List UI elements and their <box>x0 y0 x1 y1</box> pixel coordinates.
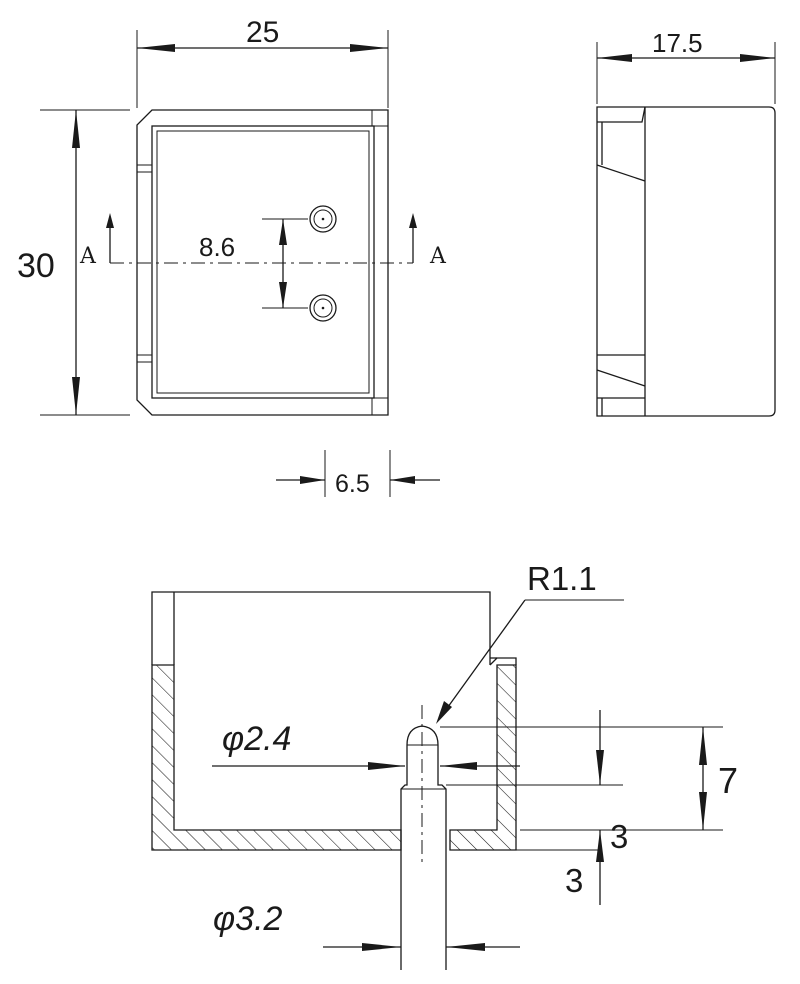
dim-height-left: 30 <box>17 109 130 416</box>
dim-hole-pitch-text: 8.6 <box>199 232 235 262</box>
dim-pin-height: 7 <box>440 726 738 831</box>
dim-floor-thickness-text: 3 <box>565 862 583 899</box>
front-inner-edge <box>156 130 370 394</box>
front-outline <box>136 109 389 416</box>
dim-base-diameter-text: φ3.2 <box>213 900 283 938</box>
dim-width-top: 25 <box>136 16 389 108</box>
dim-step-height-text: 3 <box>610 818 628 855</box>
dim-offset-bottom-text: 6.5 <box>335 470 370 498</box>
section-label-left: A <box>79 244 97 269</box>
hole-bottom <box>309 294 337 322</box>
dim-step-height: 3 <box>446 710 628 855</box>
side-view: 17.5 <box>596 28 776 417</box>
hole-top <box>309 205 337 233</box>
dim-base-diameter: φ3.2 <box>213 900 520 951</box>
section-view: R1.1 φ2.4 φ3.2 7 <box>151 560 738 970</box>
dim-pin-height-text: 7 <box>718 760 738 801</box>
front-view: A A 8.6 25 30 <box>17 16 447 498</box>
dim-offset-bottom: 6.5 <box>276 450 440 498</box>
dim-radius: R1.1 <box>436 560 624 724</box>
dim-floor-thickness: 3 <box>516 830 604 905</box>
dim-depth-side-text: 17.5 <box>652 28 703 58</box>
dim-height-left-text: 30 <box>17 247 55 285</box>
dim-radius-text: R1.1 <box>527 560 597 597</box>
dim-depth-side: 17.5 <box>596 28 776 104</box>
dim-pin-diameter-text: φ2.4 <box>222 720 291 758</box>
front-inner-panel <box>151 125 375 399</box>
section-hatch-right <box>449 664 517 851</box>
section-label-right: A <box>429 244 447 269</box>
side-outline <box>596 106 776 417</box>
dim-pin-diameter: φ2.4 <box>212 720 520 770</box>
dim-hole-pitch: 8.6 <box>199 218 308 309</box>
dim-width-top-text: 25 <box>246 16 279 49</box>
